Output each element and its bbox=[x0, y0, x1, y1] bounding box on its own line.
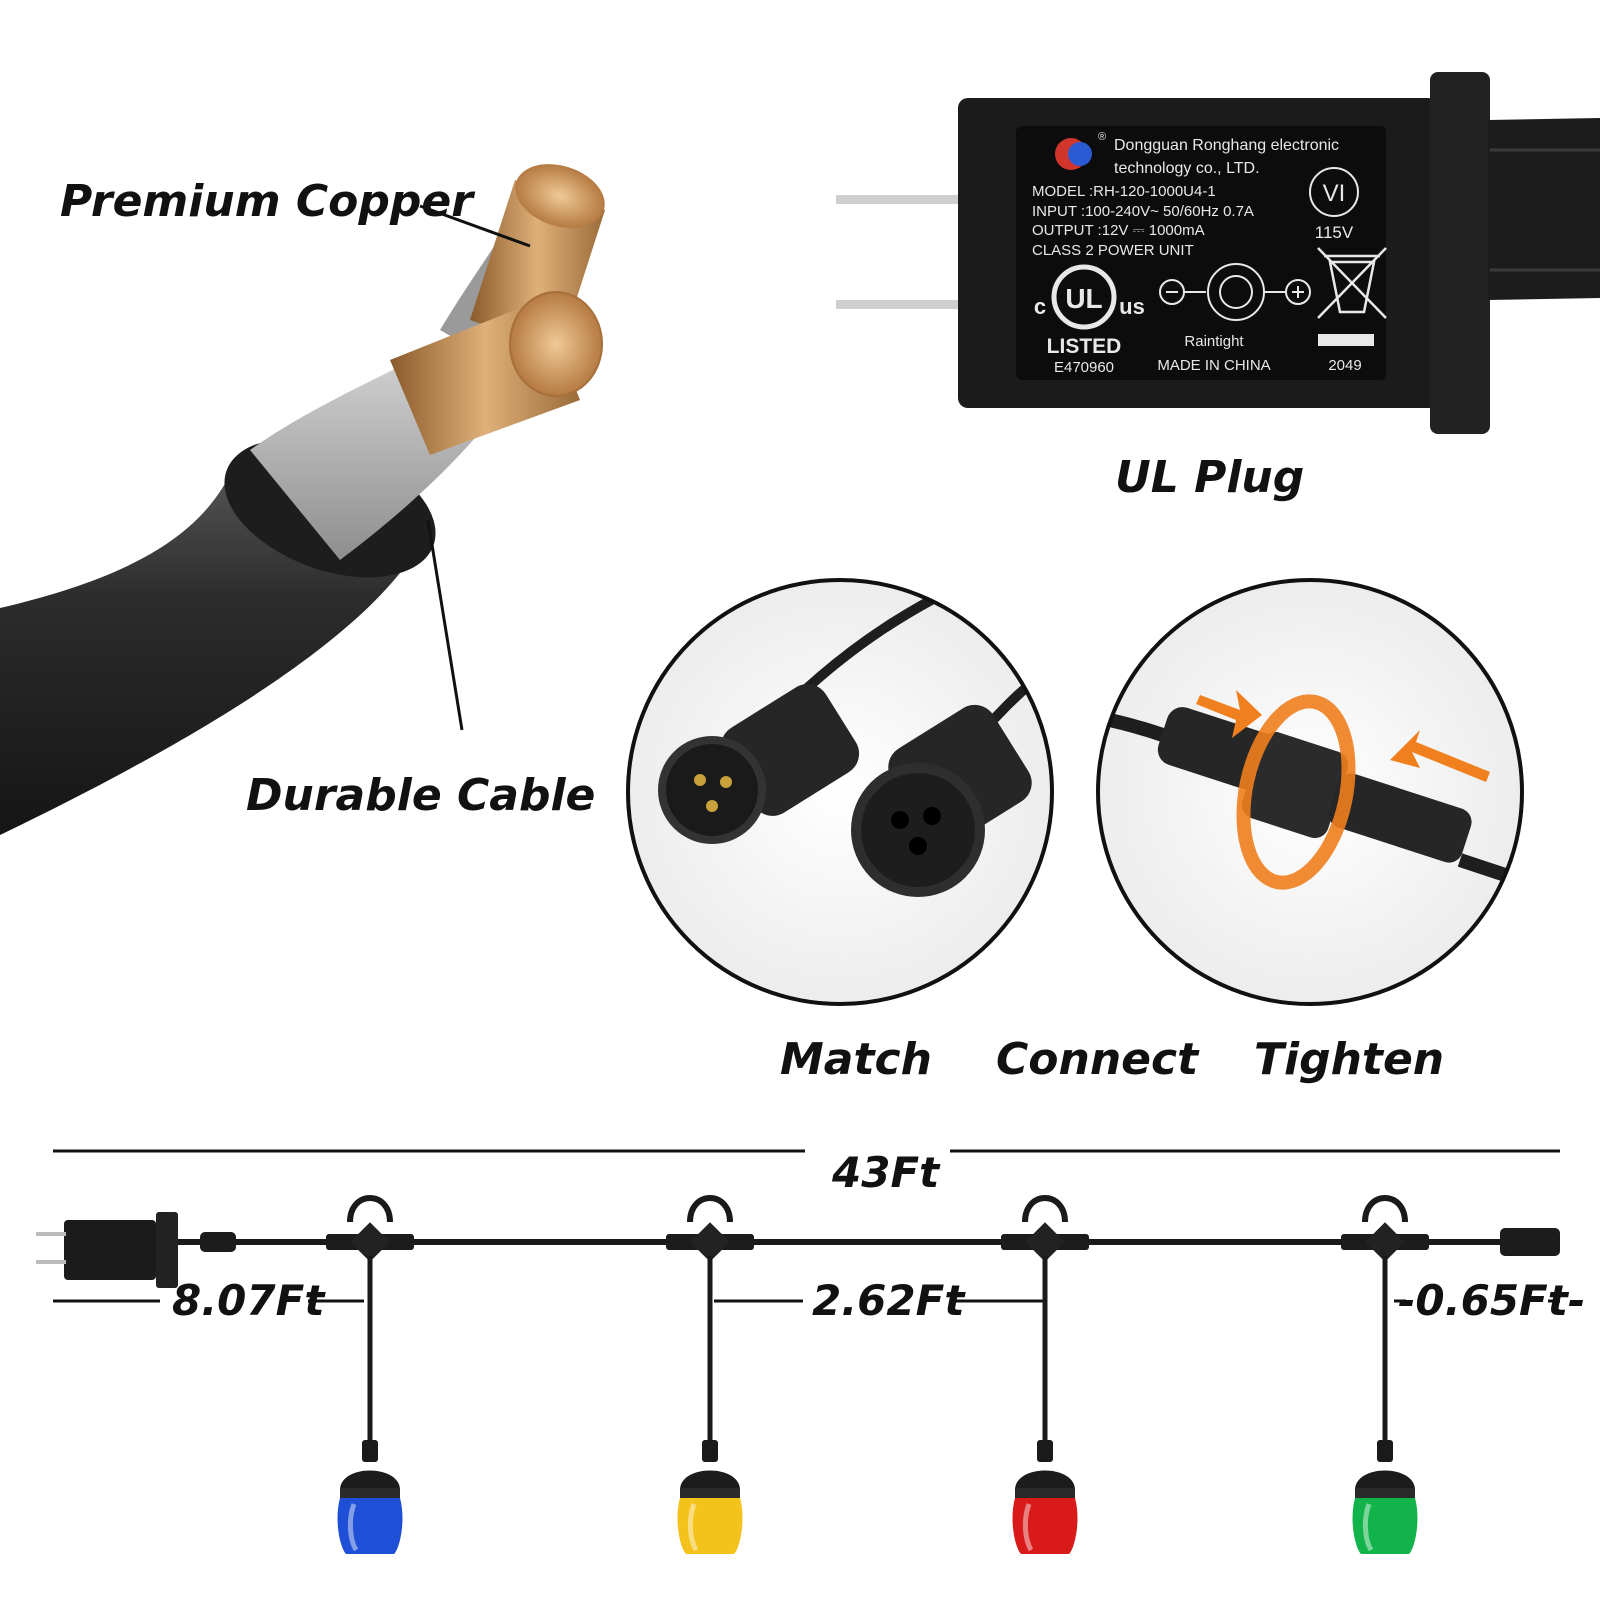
raintight-text: Raintight bbox=[1184, 333, 1244, 350]
svg-text:VI: VI bbox=[1323, 180, 1346, 207]
light-socket-2 bbox=[666, 1195, 754, 1498]
mini-adapter bbox=[64, 1220, 156, 1280]
premium-copper-leader bbox=[419, 204, 531, 248]
ul-plug-label: UL Plug bbox=[1115, 452, 1305, 503]
spacing-label: 2.62Ft bbox=[812, 1276, 965, 1325]
end-length-label: -0.65Ft- bbox=[1398, 1276, 1586, 1325]
ul-listed-icon bbox=[1051, 264, 1117, 330]
bulb-2 bbox=[677, 1498, 743, 1554]
lead-length-label: 8.07Ft bbox=[172, 1276, 325, 1325]
durable-cable-leader bbox=[426, 519, 464, 731]
step-match-label: Match bbox=[780, 1034, 932, 1085]
model-text: MODEL :RH-120-1000U4-1 bbox=[1032, 183, 1216, 200]
output-text: OUTPUT :12V ⎓ 1000mA bbox=[1032, 222, 1205, 239]
rotate-arrow-icon bbox=[1236, 694, 1356, 890]
weee-bin-icon bbox=[1317, 247, 1387, 319]
label-bar bbox=[1318, 334, 1374, 346]
bulb-1 bbox=[337, 1498, 403, 1554]
adapter-label: ® Dongguan Ronghang electronic technolog… bbox=[1032, 131, 1387, 376]
step-tighten-label: Tighten bbox=[1254, 1034, 1445, 1085]
push-arrow-right-icon bbox=[1390, 730, 1490, 782]
female-socket-face bbox=[851, 763, 985, 897]
vi-efficiency-mark bbox=[1309, 167, 1359, 217]
svg-text:UL: UL bbox=[1065, 283, 1102, 314]
class-text: CLASS 2 POWER UNIT bbox=[1032, 242, 1194, 259]
durable-cable-image bbox=[0, 164, 605, 835]
date-code-text: 2049 bbox=[1328, 357, 1361, 374]
svg-text:c: c bbox=[1034, 294, 1046, 319]
registered-mark: ® bbox=[1098, 131, 1106, 143]
light-socket-4 bbox=[1341, 1195, 1429, 1498]
match-connector-photo bbox=[626, 578, 1054, 1006]
voltage-text: 115V bbox=[1315, 223, 1354, 242]
origin-text: MADE IN CHINA bbox=[1157, 357, 1270, 374]
total-length-label: 43Ft bbox=[832, 1148, 940, 1197]
dimension-lines bbox=[53, 1149, 1560, 1303]
male-plug-face bbox=[658, 736, 766, 844]
tighten-connector-photo bbox=[1096, 578, 1524, 1006]
durable-cable-label: Durable Cable bbox=[246, 770, 596, 821]
file-number-text: E470960 bbox=[1054, 359, 1114, 376]
svg-text:us: us bbox=[1119, 294, 1145, 319]
polarity-symbol-icon bbox=[1159, 263, 1311, 321]
company-line-1: Dongguan Ronghang electronic bbox=[1114, 137, 1339, 154]
company-line-2: technology co., LTD. bbox=[1114, 160, 1260, 177]
listed-text: LISTED bbox=[1047, 335, 1122, 358]
ul-power-adapter bbox=[836, 72, 1600, 434]
string-light-assembly bbox=[36, 1195, 1560, 1554]
step-connect-label: Connect bbox=[996, 1034, 1199, 1085]
push-arrow-left-icon bbox=[1196, 690, 1262, 738]
light-socket-1 bbox=[326, 1195, 414, 1498]
premium-copper-label: Premium Copper bbox=[60, 176, 473, 227]
input-text: INPUT :100-240V~ 50/60Hz 0.7A bbox=[1032, 203, 1254, 220]
bulb-4 bbox=[1352, 1498, 1418, 1554]
bulb-3 bbox=[1012, 1498, 1078, 1554]
light-socket-3 bbox=[1001, 1195, 1089, 1498]
